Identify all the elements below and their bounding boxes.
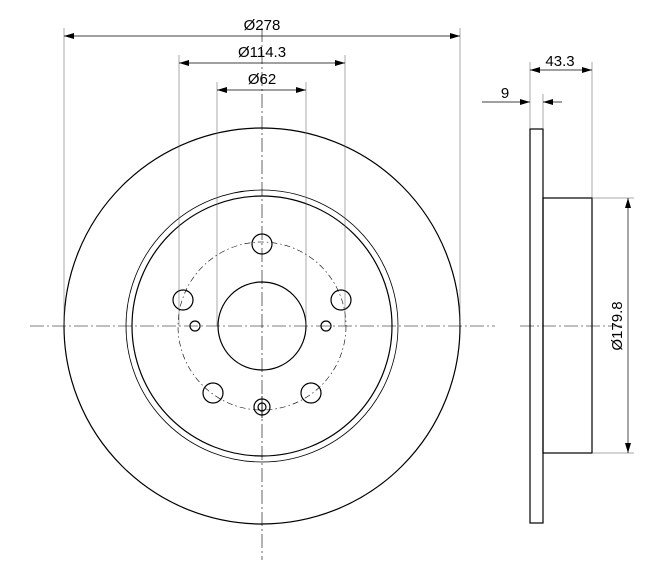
bolt-hole-3 xyxy=(330,289,352,311)
bolt-hole-2 xyxy=(172,289,194,311)
dimension-hat-diameter: Ø179.8 xyxy=(592,197,634,454)
dimension-bolt-circle: Ø114.3 xyxy=(178,44,346,326)
dimension-total-height: 43.3 xyxy=(529,53,593,198)
locating-hole-left xyxy=(189,320,201,332)
locating-hole-right xyxy=(320,320,332,332)
side-view: 43.3 9 Ø179.8 xyxy=(482,53,634,524)
total-height-label: 43.3 xyxy=(545,53,574,70)
friction-ring-inner-edge xyxy=(125,189,399,463)
bolt-hole-5 xyxy=(300,382,322,404)
dimension-outer-diameter: Ø278 xyxy=(63,17,461,326)
bolt-circle-label: Ø114.3 xyxy=(238,44,286,61)
hat-diameter-label: Ø179.8 xyxy=(609,301,626,350)
front-view: Ø278 Ø114.3 Ø62 xyxy=(30,17,495,560)
bolt-hole-4 xyxy=(202,382,224,404)
outer-diameter-label: Ø278 xyxy=(244,17,281,34)
bolt-hole-1 xyxy=(251,233,273,255)
dimension-center-bore: Ø62 xyxy=(216,71,307,326)
dimension-disc-thickness: 9 xyxy=(482,85,562,129)
disc-thickness-label: 9 xyxy=(501,85,509,102)
side-hat-section xyxy=(542,197,593,454)
center-bore-label: Ø62 xyxy=(248,71,276,88)
hat-outer-edge xyxy=(131,195,393,457)
